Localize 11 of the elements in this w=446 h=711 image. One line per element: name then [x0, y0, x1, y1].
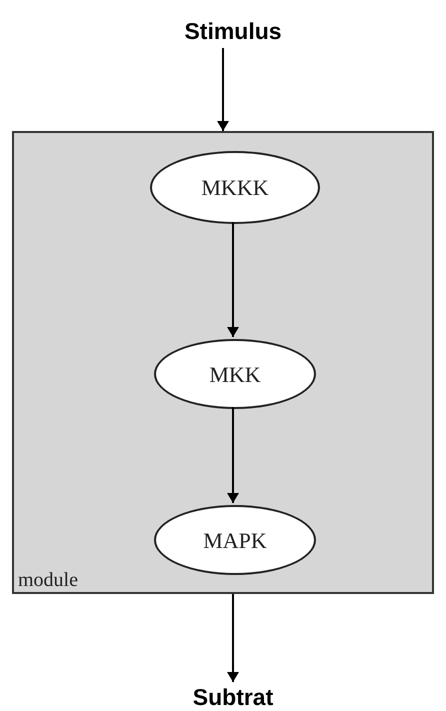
- module-panel: [12, 131, 434, 594]
- arrow: [227, 594, 239, 682]
- node-label: MAPK: [203, 526, 267, 554]
- arrow: [227, 407, 239, 503]
- node-label: MKK: [209, 360, 261, 388]
- module-label: module: [18, 570, 78, 590]
- node-label: Stimulus: [163, 14, 303, 48]
- arrow: [227, 222, 239, 337]
- node-label: MKKK: [201, 174, 269, 202]
- node-label: Subtrat: [163, 682, 303, 711]
- arrow: [217, 48, 229, 131]
